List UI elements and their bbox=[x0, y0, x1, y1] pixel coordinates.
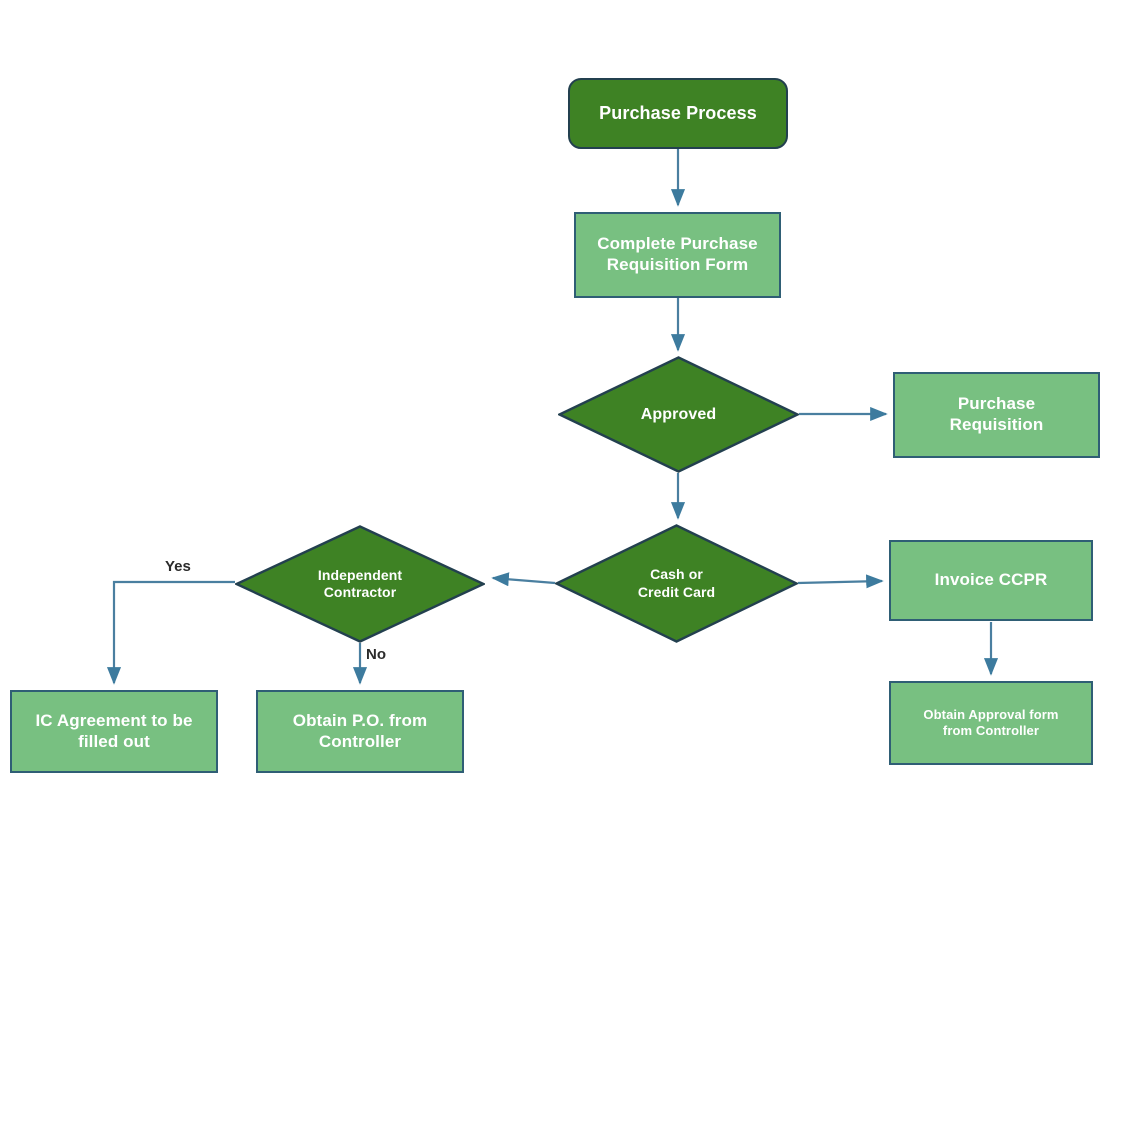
node-ic-agreement-label: IC Agreement to be filled out bbox=[35, 710, 193, 751]
node-independent-contractor-decision[interactable]: Independent Contractor bbox=[235, 525, 485, 643]
node-approved-decision[interactable]: Approved bbox=[558, 356, 799, 473]
node-purchase-process[interactable]: Purchase Process bbox=[568, 78, 788, 149]
diamond-shape bbox=[555, 524, 798, 643]
node-obtain-approval-form[interactable]: Obtain Approval form from Controller bbox=[889, 681, 1093, 765]
edge-label-yes: Yes bbox=[165, 558, 191, 575]
node-invoice-ccpr[interactable]: Invoice CCPR bbox=[889, 540, 1093, 621]
node-invoice-ccpr-label: Invoice CCPR bbox=[934, 570, 1048, 590]
diamond-shape bbox=[235, 525, 485, 643]
node-cash-or-credit-card-decision-label: Cash or Credit Card bbox=[637, 566, 716, 600]
node-approved-decision-label: Approved bbox=[640, 405, 717, 423]
node-obtain-po[interactable]: Obtain P.O. from Controller bbox=[256, 690, 464, 773]
node-obtain-approval-form-label: Obtain Approval form from Controller bbox=[923, 707, 1059, 738]
node-complete-purchase-requisition-form-label: Complete Purchase Requisition Form bbox=[597, 234, 758, 274]
edge-cash-or-credit-to-independent-contractor bbox=[491, 572, 556, 587]
node-cash-or-credit-card-decision[interactable]: Cash or Credit Card bbox=[555, 524, 798, 643]
node-purchase-requisition[interactable]: Purchase Requisition bbox=[893, 372, 1100, 458]
edge-independent-contractor-to-ic-agreement bbox=[106, 580, 235, 685]
diamond-shape bbox=[558, 356, 799, 473]
edge-label-no: No bbox=[366, 646, 386, 663]
node-complete-purchase-requisition-form[interactable]: Complete Purchase Requisition Form bbox=[574, 212, 781, 298]
node-independent-contractor-decision-label: Independent Contractor bbox=[317, 566, 403, 600]
node-obtain-po-label: Obtain P.O. from Controller bbox=[292, 710, 428, 751]
node-ic-agreement[interactable]: IC Agreement to be filled out bbox=[10, 690, 218, 773]
node-purchase-requisition-label: Purchase Requisition bbox=[949, 394, 1044, 434]
edge-cash-or-credit-to-invoice-ccpr bbox=[797, 574, 884, 589]
node-purchase-process-label: Purchase Process bbox=[599, 102, 757, 123]
